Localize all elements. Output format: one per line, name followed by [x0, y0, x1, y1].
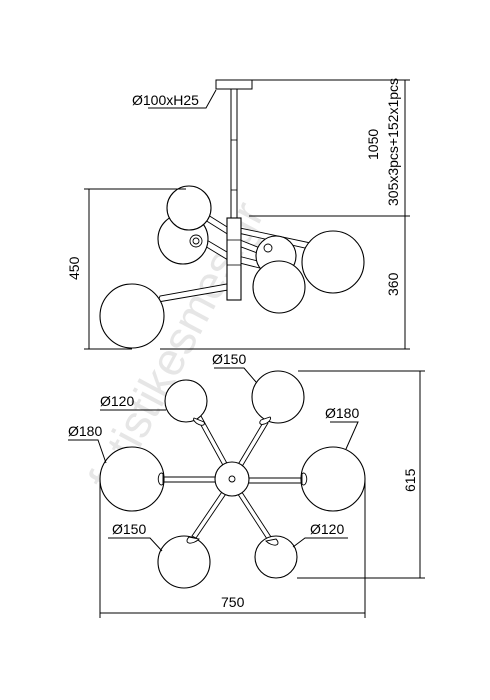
socket-cap-6	[265, 538, 279, 546]
socket-cap-4	[301, 472, 308, 486]
total-height-label: 1050	[365, 129, 381, 160]
top-globe-150-upper	[251, 370, 305, 424]
side-globe-2	[166, 185, 212, 231]
side-globe-5	[252, 260, 306, 314]
top-globe-120-lower	[254, 535, 298, 579]
socket-cap-5	[186, 536, 200, 544]
top-view: Ø150 Ø120 Ø180 Ø180 Ø150 Ø120 615 750	[68, 351, 425, 618]
globe-label-150-upper: Ø150	[212, 351, 246, 367]
leader-180-right	[330, 421, 359, 450]
leader-120-lower	[292, 537, 348, 548]
leader-150-lower	[108, 537, 163, 552]
top-hub-center	[228, 475, 236, 483]
socket-collar-2	[192, 237, 200, 245]
depth-label: 615	[402, 468, 418, 492]
side-globe-6	[99, 283, 165, 349]
top-globe-180-right	[300, 446, 366, 512]
leader-150-upper	[214, 367, 257, 383]
width-label: 750	[221, 594, 245, 610]
top-globe-180-left	[99, 446, 165, 512]
side-view: Ø100xH25 1050 305x3pcs+152x1pcs 360 450	[66, 78, 410, 350]
socket-cap-3	[157, 472, 164, 486]
top-globe-120-upper	[164, 379, 208, 423]
globe-label-120-upper: Ø120	[100, 393, 134, 409]
side-globe-4	[301, 230, 365, 294]
leader-180-left	[68, 439, 107, 464]
rod-segments-label: 305x3pcs+152x1pcs	[385, 78, 401, 206]
top-globe-150-lower	[157, 535, 211, 589]
socket-cap-1	[193, 417, 205, 426]
socket-collar-3	[263, 243, 273, 253]
globe-spread-height-label: 450	[66, 256, 82, 280]
canopy	[215, 79, 253, 90]
central-body	[226, 217, 242, 301]
globe-label-180-right: Ø180	[325, 405, 359, 421]
canopy-label: Ø100xH25	[132, 92, 199, 108]
globe-label-120-lower: Ø120	[310, 521, 344, 537]
lower-height-label: 360	[385, 272, 401, 296]
globe-label-180-left: Ø180	[68, 423, 102, 439]
canopy-leader	[148, 89, 217, 109]
top-arms	[162, 415, 303, 543]
socket-cap-2	[259, 416, 271, 425]
globe-label-150-lower: Ø150	[112, 521, 146, 537]
